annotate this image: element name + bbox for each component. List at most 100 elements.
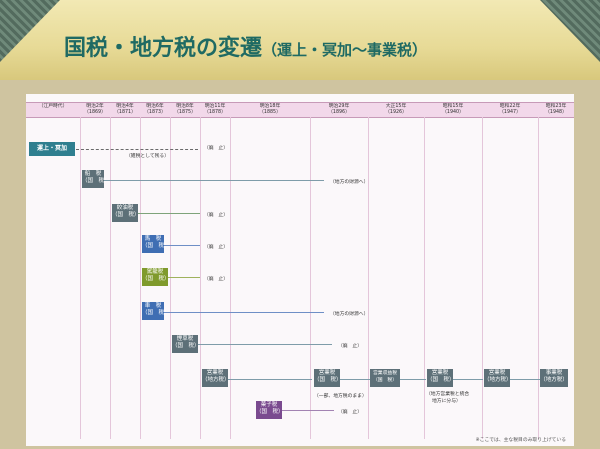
era-col-meiji6: 明治6年（1873） [140,103,170,118]
tax-name: 営業税 [206,370,224,376]
note-haishi-5: （廃 止） [338,344,362,349]
line-eigyo-2 [340,379,370,380]
era-year: （1873） [144,109,166,115]
tax-type: （国 税） [112,212,140,218]
era-year: （1896） [328,109,350,115]
box-sen-zei: 船 税（国 税） [82,170,110,188]
grid-line [482,117,483,439]
line-eigyo-3 [400,379,426,380]
era-label: 明治8年 [176,104,194,109]
box-jigyo-zei: 事業税（地方税） [540,369,568,387]
era-col-meiji4: 明治4年（1871） [110,103,140,118]
tax-type: （地方税） [540,377,568,383]
tax-type: （国 税） [172,343,200,349]
tax-name: 営業収益税 [373,371,397,376]
tax-type: （国 税） [256,409,284,415]
era-label: 明治29年 [328,104,350,109]
box-eigyo-koku-2: 営業税（国 税） [427,369,455,387]
era-year: （1948） [545,109,567,115]
tax-name: 営業税 [488,370,506,376]
note-eigyo-merge-1: （地方営業税と統合 [426,392,470,397]
page-title: 国税・地方税の変遷（運上・冥加〜事業税） [64,30,427,62]
era-label: 昭和15年 [442,104,464,109]
era-year: （1947） [499,109,521,115]
box-eigyo-koku-1: 営業税（国 税） [314,369,342,387]
box-eigyo-shueki: 営業収益税 （国 税） [370,369,400,387]
era-col-meiji18: 明治18年（1885） [230,103,310,118]
title-main: 国税・地方税の変遷 [64,36,263,61]
box-kago-zei: 駕籠税（国 税） [142,268,170,286]
era-label: 昭和23年 [545,104,567,109]
tax-type: （地方税） [484,377,512,383]
era-year: （1875） [174,109,196,115]
era-col-meiji8: 明治8年（1875） [170,103,200,118]
grid-line [140,117,141,439]
tax-name: 車 税 [144,303,162,309]
note-chiho-1: （地方の財源へ） [330,180,369,185]
tax-name: 煙草税 [176,336,194,342]
tax-type: （国 税） [82,178,110,184]
box-eigyo-chiho-1: 営業税（地方税） [202,369,230,387]
tax-name: 菓子税 [260,402,278,408]
line-eigyo-1 [228,379,312,380]
tax-type: （国 税） [427,377,455,383]
line-sha [164,312,324,313]
grid-line [230,117,231,439]
line-unjo [76,149,198,150]
era-year: （1885） [259,109,281,115]
line-eigyo-4 [453,379,483,380]
era-label: 明治6年 [146,104,164,109]
box-sha-zei: 車 税（国 税） [142,302,170,320]
note-haishi-4: （廃 止） [204,277,228,282]
era-year: （1878） [204,109,226,115]
line-uma [164,245,200,246]
era-col-meiji29: 明治29年（1896） [310,103,368,118]
era-col-showa23: 昭和23年（1948） [538,103,574,118]
note-chiho-2: （地方の財源へ） [330,312,369,317]
line-kago [168,277,200,278]
note-haishi-6: （廃 止） [338,410,362,415]
box-unjo-myoga: 運上・冥加 [29,142,75,156]
tax-name: 馬 税 [144,236,162,242]
tax-type: （地方税） [202,377,230,383]
grid-line [80,117,81,439]
grid-line [310,117,311,439]
timeline-panel: （江戸時代） 明治2年（1869） 明治4年（1871） 明治6年（1873） … [26,94,574,446]
tax-name: 営業税 [431,370,449,376]
era-col-taisho15: 大正15年（1926） [368,103,424,118]
note-haishi-2: （廃 止） [204,213,228,218]
tax-name: 営業税 [318,370,336,376]
tax-name: 事業税 [545,370,563,376]
era-year: （1869） [84,109,106,115]
grid-line [368,117,369,439]
era-col-showa22: 昭和22年（1947） [482,103,538,118]
era-label: 大正15年 [385,104,407,109]
era-col-meiji11: 明治11年（1878） [200,103,230,118]
era-year: （1926） [385,109,407,115]
box-uma-zei: 馬 税（国 税） [142,235,170,253]
note-zatsuzei: （雑税として残る） [126,154,170,159]
era-label: 明治11年 [204,104,226,109]
note-haishi-3: （廃 止） [204,245,228,250]
box-tabako-zei: 煙草税（国 税） [172,335,200,353]
note-eigyo-partial: （一部、地方税のまま） [314,394,367,399]
note-eigyo-merge-2: 地方に分与） [432,399,461,404]
tax-name: 船 税 [84,171,102,177]
tax-type: （国 税） [373,378,397,383]
tax-type: （国 税） [142,243,170,249]
footer-note: ※ここでは、主な税目のみ取り上げている [475,438,566,443]
note-haishi: （廃 止） [204,146,228,151]
era-label: 昭和22年 [499,104,521,109]
tax-type: （国 税） [142,310,170,316]
box-koyu-zei: 絞油税（国 税） [112,204,140,222]
era-col-showa15: 昭和15年（1940） [424,103,482,118]
line-sen [104,180,324,181]
era-year: （1871） [114,109,136,115]
era-year: （1940） [442,109,464,115]
title-banner: 国税・地方税の変遷（運上・冥加〜事業税） [0,0,600,80]
tax-type: （国 税） [142,276,170,282]
tax-name: 駕籠税 [146,269,164,275]
title-subtitle: （運上・冥加〜事業税） [262,41,428,59]
timeline-header: （江戸時代） 明治2年（1869） 明治4年（1871） 明治6年（1873） … [26,102,574,118]
era-label: 明治2年 [86,104,104,109]
